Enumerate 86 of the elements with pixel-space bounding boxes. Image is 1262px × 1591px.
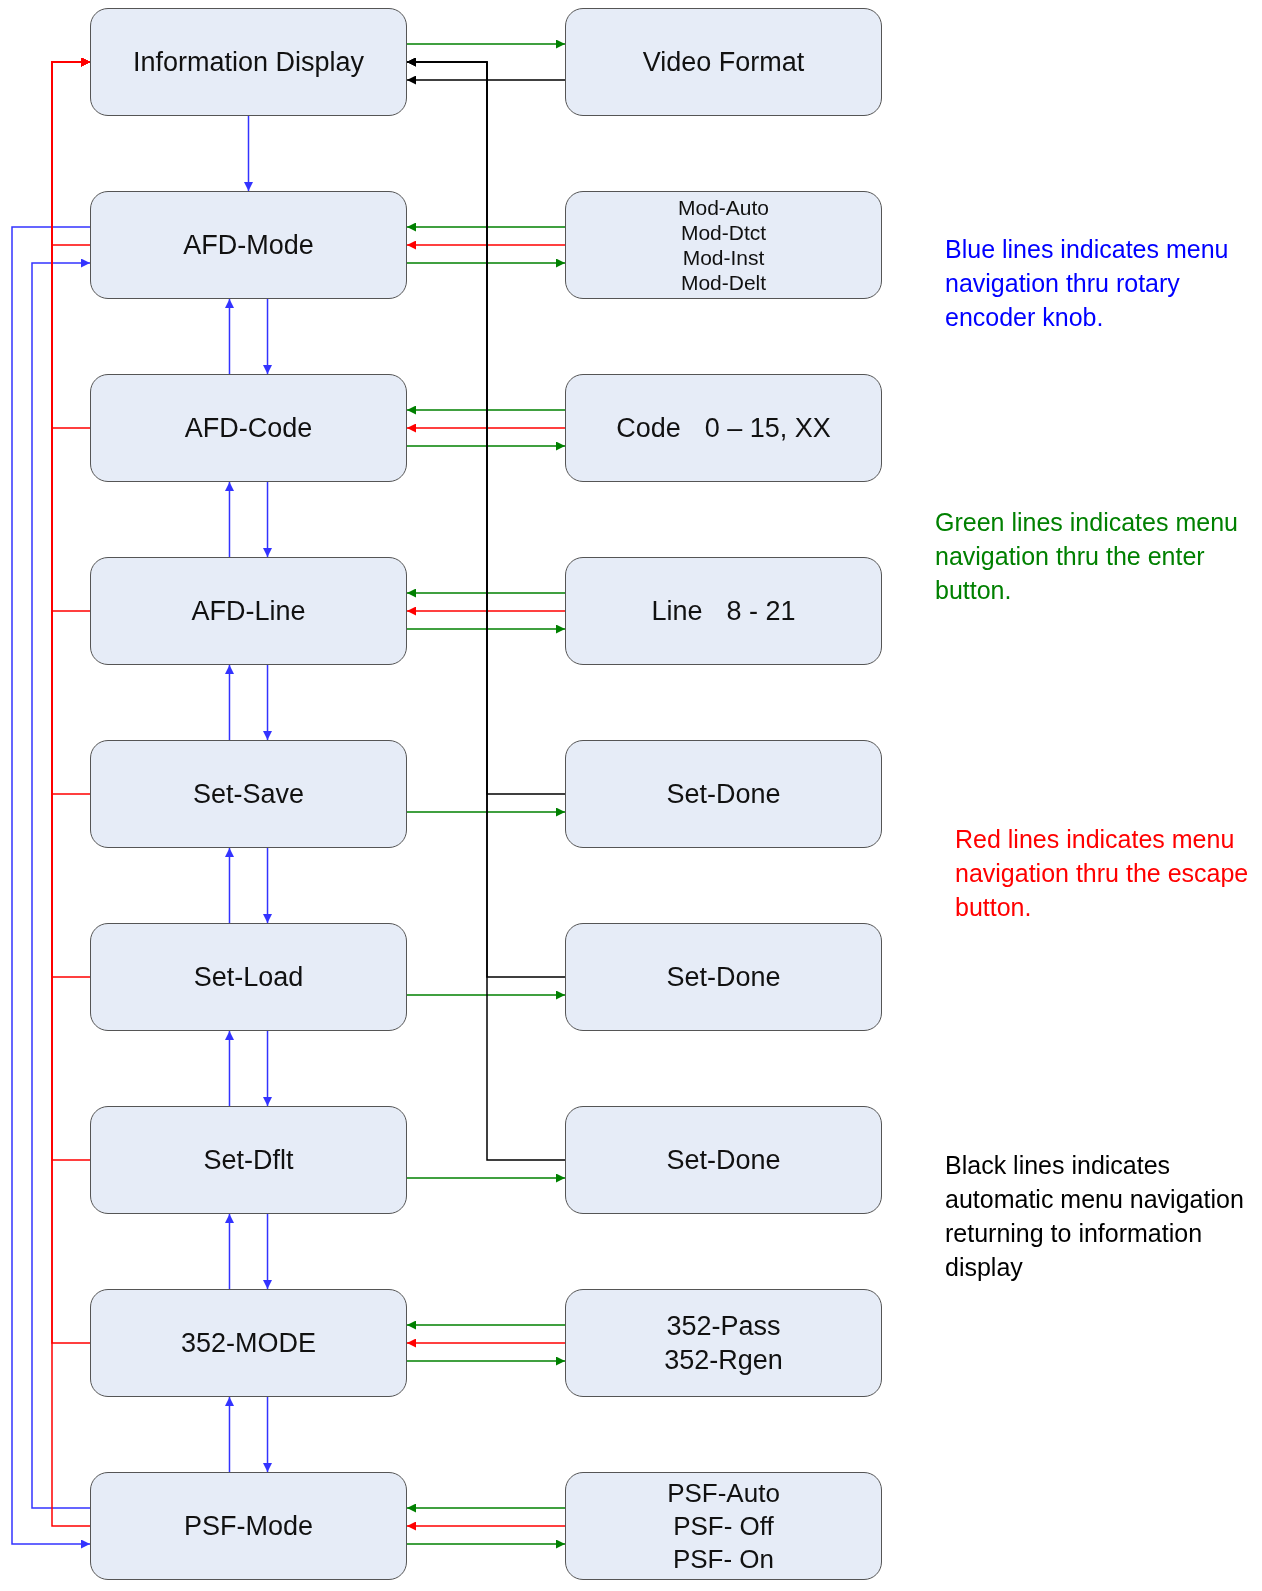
menu-label: Mod-Dtct — [680, 220, 767, 245]
menu-box — [565, 1472, 882, 1580]
menu-label: 0 – 15, XX — [704, 412, 831, 445]
connector-arrow — [406, 1320, 566, 1330]
menu-box — [90, 8, 407, 116]
menu-box — [90, 374, 407, 482]
connector-arrow — [406, 624, 566, 634]
menu-label: Set-Save — [192, 778, 305, 811]
menu-box — [565, 374, 882, 482]
connector-arrow — [406, 588, 566, 598]
connector-arrow — [225, 847, 234, 924]
connector-arrow — [225, 1030, 234, 1107]
note-text: Black lines indicates automatic menu navigation returning to information display — [945, 1150, 1245, 1283]
menu-label: AFD-Mode — [183, 229, 314, 262]
menu-box — [90, 923, 407, 1031]
menu-label: Set-Done — [666, 1144, 781, 1177]
connector-arrow — [406, 57, 566, 1161]
connector-arrow — [225, 298, 234, 375]
connector-arrow — [406, 1173, 566, 1183]
menu-label: Information Display — [132, 46, 365, 79]
note-text: Blue lines indicates menu navigation thru rotary encoder knob. — [945, 234, 1230, 333]
menu-box — [90, 740, 407, 848]
menu-box — [90, 1106, 407, 1214]
menu-box — [565, 557, 882, 665]
connector-arrow — [263, 1030, 272, 1107]
menu-label: PSF-Mode — [183, 1510, 313, 1543]
connector-arrow — [225, 1213, 234, 1290]
menu-box — [565, 1289, 882, 1397]
connector-arrow — [406, 405, 566, 415]
connector-arrow — [11, 226, 91, 1549]
connector-arrow — [406, 39, 566, 49]
connector-arrow — [263, 847, 272, 924]
menu-label: Set-Done — [666, 778, 781, 811]
menu-label: Code — [616, 412, 681, 445]
menu-label: AFD-Code — [184, 412, 313, 445]
menu-box — [565, 191, 882, 299]
connector-arrow — [406, 606, 566, 616]
menu-label: Set-Dflt — [203, 1144, 294, 1177]
menu-label: PSF- Off — [673, 1509, 774, 1543]
connector-arrow — [225, 1396, 234, 1473]
menu-label: PSF- On — [672, 1542, 775, 1576]
connector-arrow — [406, 222, 566, 232]
menu-label: AFD-Line — [191, 595, 306, 628]
connector-arrow — [406, 423, 566, 433]
connector-arrow — [406, 1539, 566, 1549]
menu-label: 352-Rgen — [664, 1344, 783, 1377]
connector-arrow — [263, 1396, 272, 1473]
connector-arrow — [406, 1521, 566, 1531]
menu-label: Mod-Delt — [680, 270, 767, 295]
note-text: Red lines indicates menu navigation thru the escape button. — [955, 824, 1250, 923]
connector-arrow — [406, 240, 566, 250]
menu-label: Line — [651, 595, 703, 628]
menu-box — [565, 740, 882, 848]
connector-arrow — [406, 807, 566, 817]
connector-arrow — [406, 441, 566, 451]
connector-arrow — [263, 1213, 272, 1290]
menu-label: 8 - 21 — [726, 595, 796, 628]
connector-arrow — [263, 298, 272, 375]
menu-box — [565, 1106, 882, 1214]
connector-arrow — [225, 664, 234, 741]
menu-box — [90, 1289, 407, 1397]
connector-arrow — [406, 1356, 566, 1366]
menu-box — [90, 557, 407, 665]
menu-label: PSF-Auto — [667, 1476, 780, 1510]
connector-arrow — [244, 115, 253, 192]
menu-label: Set-Done — [666, 961, 781, 994]
menu-label: 352-MODE — [180, 1327, 316, 1360]
menu-box — [565, 923, 882, 1031]
connector-arrow — [406, 1503, 566, 1513]
connector-arrow — [31, 258, 91, 1509]
menu-box — [565, 8, 882, 116]
connector-arrow — [406, 990, 566, 1000]
connector-arrow — [225, 481, 234, 558]
menu-label: 352-Pass — [666, 1310, 781, 1343]
connector-arrow — [263, 664, 272, 741]
connector-arrow — [263, 481, 272, 558]
note-text: Green lines indicates menu navigation thru the enter button. — [935, 507, 1239, 606]
menu-label: Set-Load — [193, 961, 304, 994]
menu-label: Video Format — [642, 46, 805, 79]
menu-box — [90, 1472, 407, 1580]
connector-arrow — [406, 75, 566, 85]
connector-arrow — [406, 1338, 566, 1348]
menu-box — [90, 191, 407, 299]
connector-arrow — [406, 258, 566, 268]
menu-label: Mod-Auto — [677, 195, 769, 220]
menu-label: Mod-Inst — [682, 245, 765, 270]
